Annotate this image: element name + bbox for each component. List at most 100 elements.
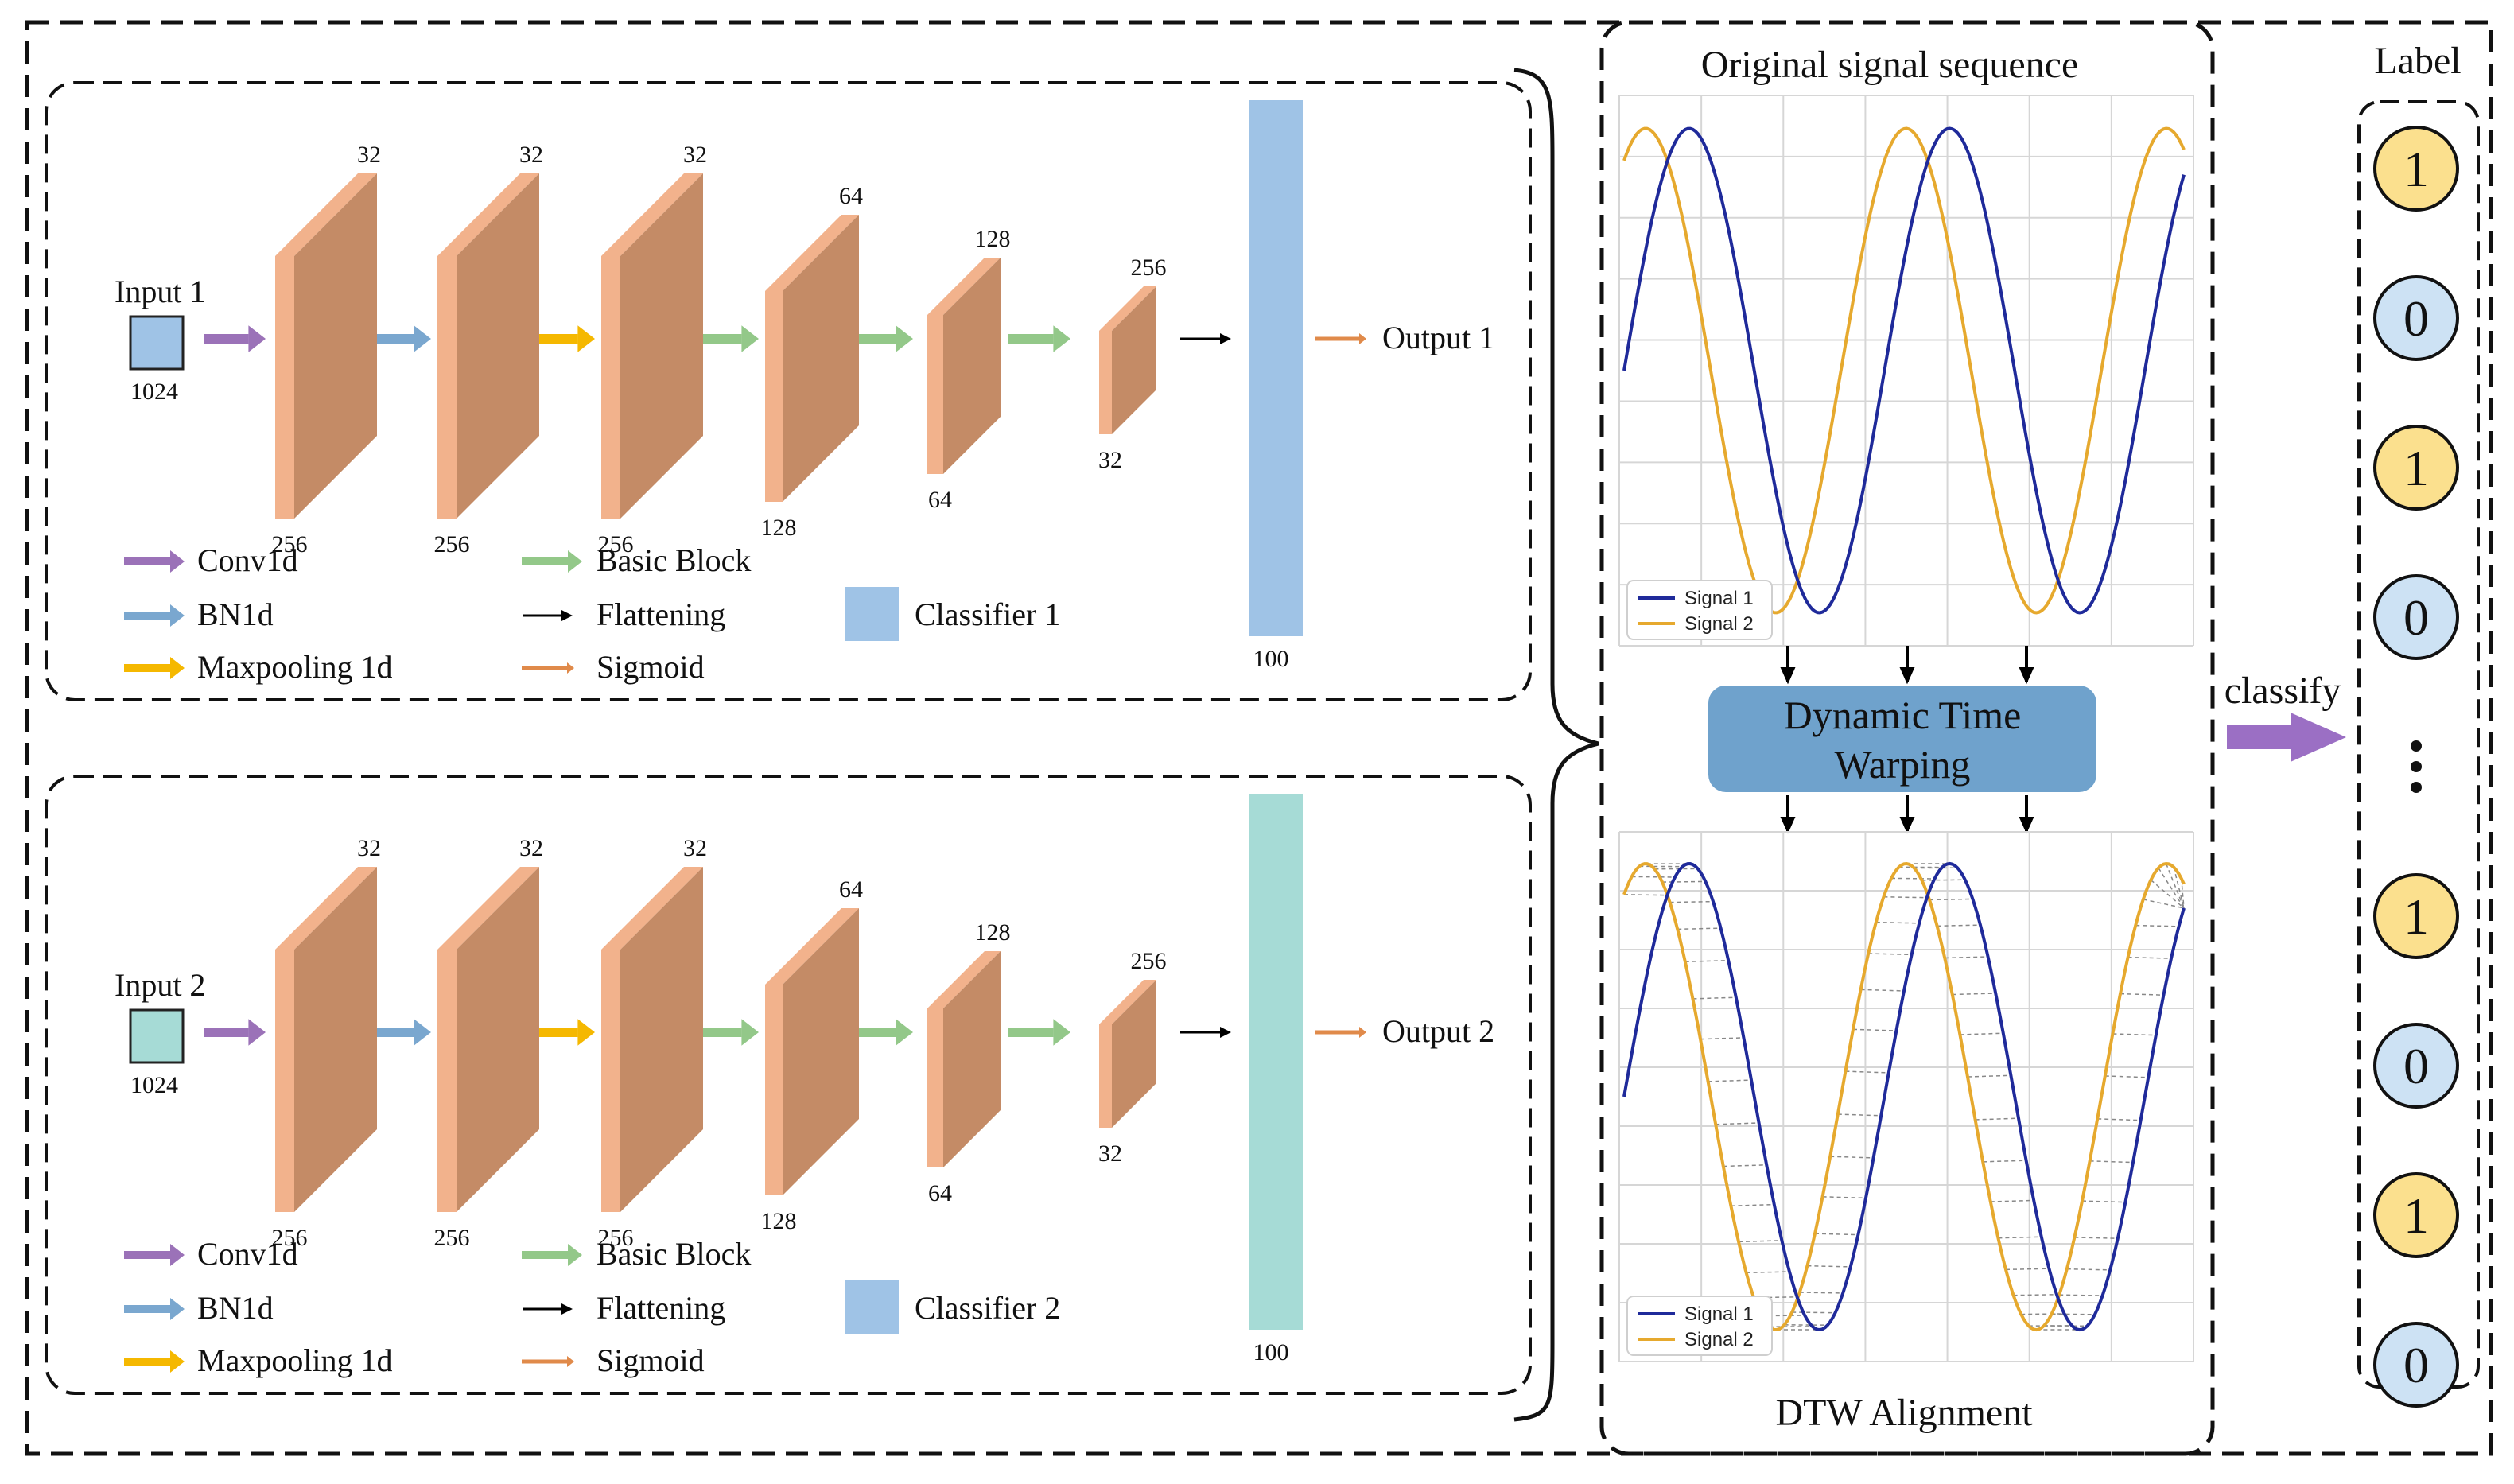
classify-arrow-head: [2291, 713, 2346, 762]
legend-conv-label: Conv1d: [197, 1236, 298, 1272]
label-value: 0: [2403, 290, 2429, 347]
conv-arrow: [204, 1019, 266, 1046]
legend-sigmoid-label: Sigmoid: [596, 649, 705, 685]
label-value: 1: [2403, 888, 2429, 945]
block-channels-label: 32: [683, 142, 707, 168]
dtw-label-line2: Warping: [1835, 742, 1971, 787]
dtw-panel: [1599, 20, 2215, 1456]
dtw-input-arrows: [1780, 646, 2034, 685]
dtw-alignment-links: [1623, 863, 2185, 1331]
block-channels-label: 64: [839, 183, 863, 209]
block-length-label: 256: [598, 531, 634, 557]
legend-bn-label: BN1d: [197, 596, 274, 632]
output-label: Output 1: [1382, 320, 1494, 355]
label-value: 0: [2403, 589, 2429, 646]
block-length-label: 256: [598, 1225, 634, 1251]
label-0-circle: 0: [2373, 1322, 2459, 1408]
label-title: Label: [2374, 40, 2461, 82]
block-length-label: 32: [1098, 447, 1122, 473]
legend-conv-label: Conv1d: [197, 542, 298, 578]
original-signal-plot: Signal 1 Signal 2: [1618, 95, 2194, 647]
legend-flatten-arrow: [523, 610, 573, 621]
signal-2-line: [1622, 126, 2186, 615]
legend-conv-arrow: [124, 550, 185, 573]
input-label: Input 1: [115, 274, 205, 309]
legend-signal-2-label: Signal 2: [1684, 613, 1754, 635]
feature-block-3: 32 256: [598, 835, 708, 1251]
legend-signal-1-label: Signal 1: [1684, 1303, 1754, 1325]
branch-1-panel: [45, 81, 1532, 701]
branch-2-panel: [45, 775, 1532, 1395]
dtw-alignment-title: DTW Alignment: [1775, 1392, 2033, 1434]
plot-grid: [1618, 95, 2194, 647]
basic-arrow: [697, 325, 759, 352]
outer-frame: [25, 20, 2493, 1456]
label-list: 1 0 1 0 1 0 1 0: [2373, 126, 2459, 1408]
dtw-box: [1708, 686, 2096, 792]
legend-signal-1-label: Signal 1: [1684, 588, 1754, 609]
feature-block-3: 32 256: [598, 142, 708, 557]
input-size: 1024: [130, 379, 178, 405]
legend-basic-arrow: [522, 550, 582, 573]
label-ellipsis: [2411, 740, 2422, 793]
signal-1-line: [1622, 126, 2186, 615]
basic-arrow: [697, 1019, 759, 1046]
label-1-circle: 1: [2373, 1172, 2459, 1258]
label-0-circle: 0: [2373, 275, 2459, 361]
label-0-circle: 0: [2373, 1023, 2459, 1109]
label-1-circle: 1: [2373, 873, 2459, 959]
signal-1-line: [1622, 861, 2186, 1332]
block-length-label: 128: [761, 515, 797, 541]
label-value: 1: [2403, 440, 2429, 496]
label-column-box: [2357, 100, 2480, 1389]
legend-maxpool-arrow: [124, 1350, 185, 1373]
legend-sigmoid-arrow: [522, 662, 574, 674]
block-channels-label: 256: [1131, 948, 1167, 974]
block-channels-label: 256: [1131, 254, 1167, 281]
sigmoid-arrow: [1315, 1027, 1366, 1038]
bn-arrow: [369, 325, 431, 352]
block-channels-label: 32: [519, 835, 543, 861]
branch-1: Input 1102432256322563225664128128642563…: [115, 100, 1494, 685]
legend-classifier-label: Classifier 2: [915, 1290, 1060, 1326]
legend-bn-arrow: [124, 604, 185, 627]
input-size: 1024: [130, 1072, 178, 1098]
block-channels-label: 32: [519, 142, 543, 168]
basic-arrow: [1008, 1019, 1070, 1046]
classify-arrow-shaft: [2227, 725, 2295, 749]
legend-basic-label: Basic Block: [596, 542, 751, 578]
block-length-label: 256: [272, 531, 308, 557]
legend-sigmoid-arrow: [522, 1356, 574, 1367]
legend-basic-label: Basic Block: [596, 1236, 751, 1272]
legend-flatten-label: Flattening: [596, 596, 725, 632]
feature-block-2: 32 256: [434, 835, 544, 1251]
block-channels-label: 32: [683, 835, 707, 861]
legend-classifier-label: Classifier 1: [915, 596, 1060, 632]
label-1-circle: 1: [2373, 425, 2459, 511]
classifier-bar: [1249, 794, 1303, 1330]
legend-flatten-arrow: [523, 1303, 573, 1315]
block-length-label: 64: [928, 1180, 952, 1206]
flatten-arrow: [1180, 1027, 1231, 1038]
feature-block-4: 64 128: [761, 183, 864, 541]
label-1-circle: 1: [2373, 126, 2459, 212]
legend-sigmoid-label: Sigmoid: [596, 1342, 705, 1378]
flatten-arrow: [1180, 333, 1231, 344]
label-0-circle: 0: [2373, 574, 2459, 660]
block-length-label: 256: [434, 1225, 470, 1251]
legend-classifier-square: [845, 587, 899, 641]
input-label: Input 2: [115, 967, 205, 1003]
basic-arrow: [851, 325, 913, 352]
bn-arrow: [369, 1019, 431, 1046]
block-channels-label: 128: [975, 226, 1011, 252]
classify-arrow: [2227, 713, 2346, 762]
classifier-size: 100: [1253, 1339, 1289, 1366]
conv-arrow: [204, 325, 266, 352]
